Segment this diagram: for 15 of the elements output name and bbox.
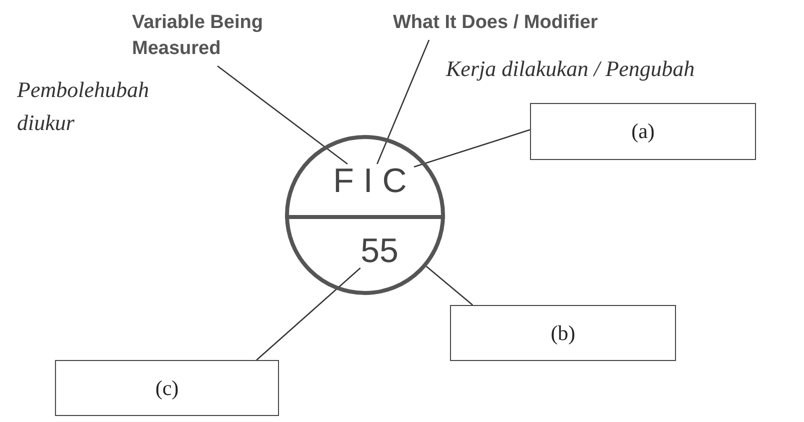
leader-line: [414, 129, 530, 168]
label-text: Variable Being Measured: [132, 10, 322, 66]
tag-number: 55: [357, 234, 402, 268]
translation-text: Kerja dilakukan / Pengubah: [446, 55, 696, 83]
answer-box: (a): [530, 103, 756, 160]
label-text: What It Does / Modifier: [393, 10, 693, 40]
answer-box: (b): [450, 305, 676, 361]
leader-line: [426, 266, 474, 306]
leader-line: [376, 40, 430, 164]
leader-line: [256, 268, 361, 360]
translation-text: Pembolehubah diukur: [17, 76, 150, 137]
tag-letters: F I C: [326, 164, 414, 198]
instrument-bubble: [285, 135, 445, 295]
answer-box: (c): [55, 360, 279, 416]
leader-line: [217, 65, 348, 165]
